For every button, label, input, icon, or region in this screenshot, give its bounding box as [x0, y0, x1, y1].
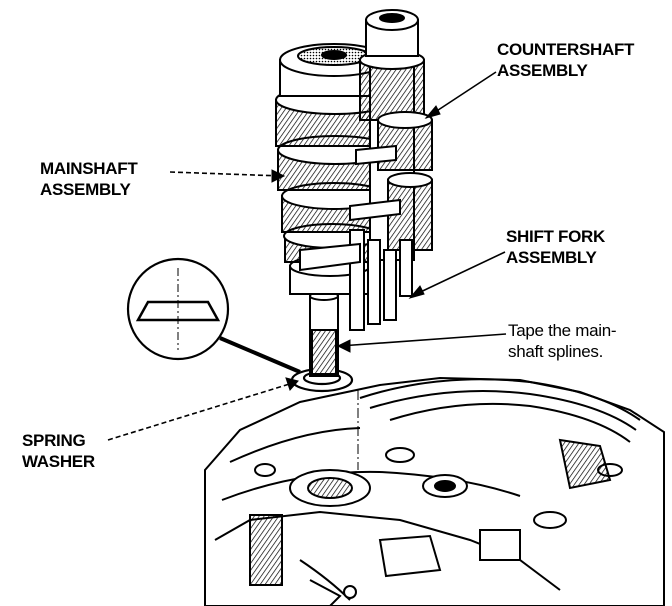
- leader-lines: [107, 71, 507, 441]
- transmission-case: [204, 376, 665, 606]
- spring-washer-label-line-1: SPRING: [22, 431, 86, 450]
- tape-note-line-2: shaft splines.: [508, 342, 604, 361]
- arrow-spring-washer: [285, 377, 299, 391]
- spring-washer-label-line-2: WASHER: [22, 452, 95, 471]
- countershaft-assembly: [359, 9, 433, 261]
- shift-fork-label-line-1: SHIFT FORK: [506, 227, 605, 246]
- shift-fork-label-line-2: ASSEMBLY: [506, 248, 597, 267]
- arrow-mainshaft: [271, 169, 286, 183]
- spring-washer-label: SPRING WASHER: [22, 430, 95, 472]
- shift-fork-assembly: [299, 144, 413, 331]
- countershaft-label-line-1: COUNTERSHAFT: [497, 40, 635, 59]
- tape-note-line-1: Tape the main-: [508, 321, 617, 340]
- leader-mainshaft: [169, 171, 283, 177]
- countershaft-label-line-2: ASSEMBLY: [497, 61, 588, 80]
- mainshaft-assembly-label: MAINSHAFT ASSEMBLY: [40, 158, 138, 200]
- leader-tape: [339, 333, 507, 347]
- arrow-shift-fork: [408, 285, 425, 299]
- countershaft-assembly-label: COUNTERSHAFT ASSEMBLY: [497, 39, 634, 81]
- arrow-tape: [336, 339, 351, 353]
- shift-fork-assembly-label: SHIFT FORK ASSEMBLY: [506, 226, 605, 268]
- leader-spring-washer: [107, 381, 297, 441]
- washer-detail-callout: [126, 257, 301, 374]
- mainshaft-label-line-2: ASSEMBLY: [40, 180, 131, 199]
- mainshaft-label-line-1: MAINSHAFT: [40, 159, 138, 178]
- arrow-countershaft: [424, 105, 441, 119]
- tape-splines-note: Tape the main- shaft splines.: [508, 320, 617, 362]
- leader-shift-fork: [411, 251, 506, 297]
